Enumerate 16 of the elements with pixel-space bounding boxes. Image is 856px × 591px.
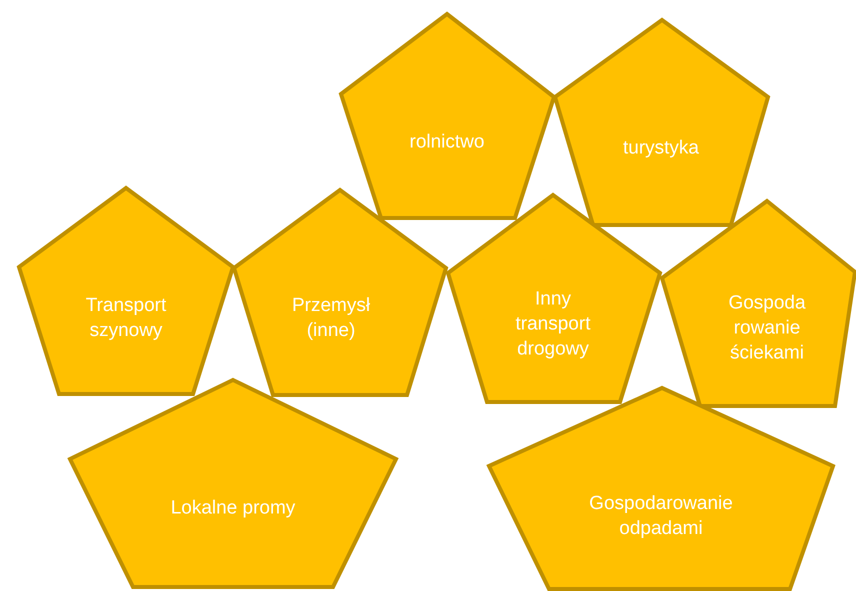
node-label: Gospoda rowanie ściekami	[727, 292, 807, 366]
pentagon-shape	[234, 190, 446, 395]
pentagon-shape	[19, 188, 233, 394]
pentagon-shape	[448, 195, 660, 402]
pentagon-shape	[555, 20, 768, 225]
node-label: turystyka	[622, 136, 700, 160]
node-label: Lokalne promy	[170, 496, 296, 520]
node-label: Przemysł (inne)	[290, 294, 372, 343]
pentagon-shape	[489, 388, 833, 589]
node-label: Transport szynowy	[84, 294, 168, 343]
node-label: Gospodarowanie odpadami	[588, 492, 734, 541]
pentagon-shape	[341, 14, 554, 218]
pentagon-shape	[70, 380, 396, 587]
node-label: rolnictwo	[408, 130, 486, 154]
pentagon-shape	[662, 201, 855, 406]
node-label: Inny transport drogowy	[514, 288, 592, 362]
